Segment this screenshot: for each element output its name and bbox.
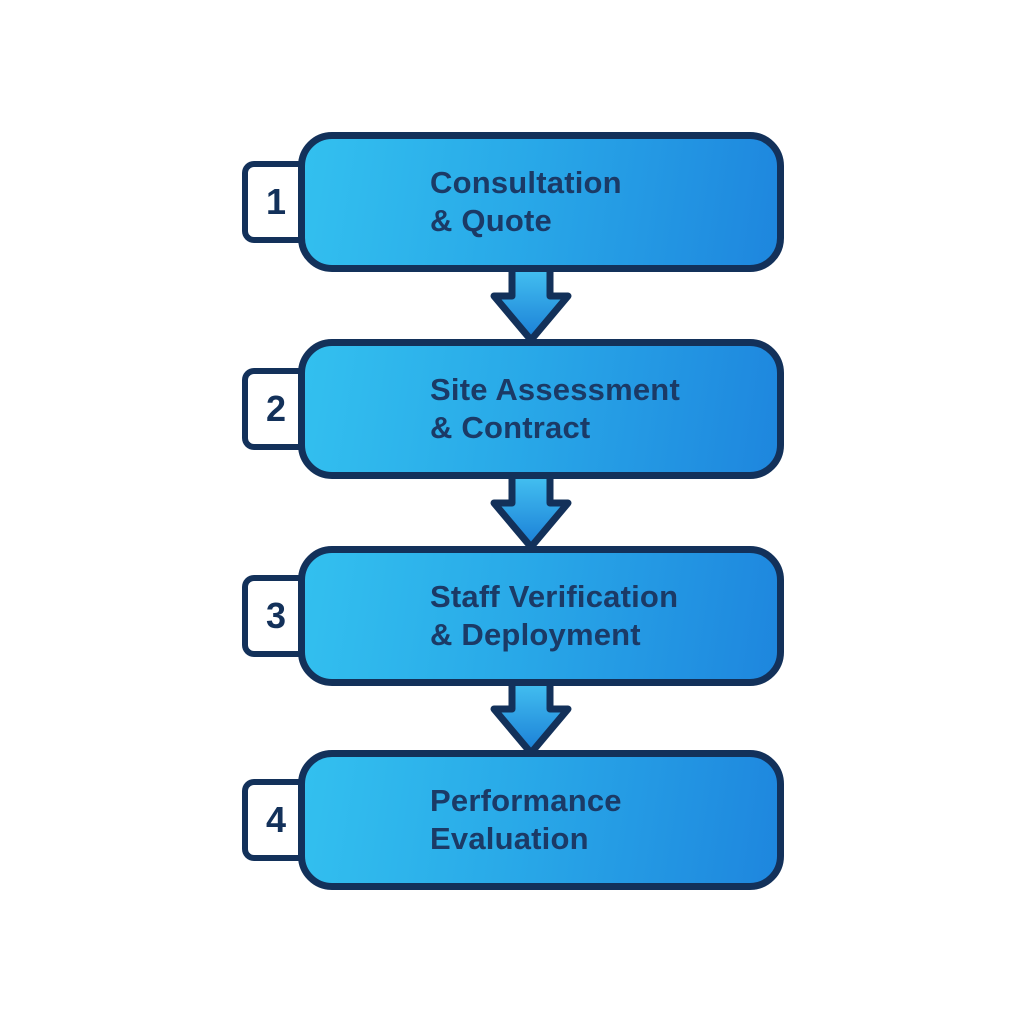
- step-title-line1: Site Assessment: [430, 372, 680, 407]
- step-4-title: Performance Evaluation: [430, 750, 622, 890]
- step-title-line1: Staff Verification: [430, 579, 679, 614]
- flow-arrow-down-1: [490, 266, 572, 344]
- step-2-box: [298, 339, 784, 479]
- step-title-line2: & Contract: [430, 410, 591, 445]
- step-title-line1: Consultation: [430, 165, 622, 200]
- step-number: 3: [265, 595, 287, 636]
- step-4-box: [298, 750, 784, 890]
- step-title-line2: & Quote: [430, 203, 552, 238]
- step-number: 2: [265, 388, 287, 429]
- step-number: 4: [265, 799, 287, 840]
- step-number: 1: [265, 181, 287, 222]
- step-3-title: Staff Verification & Deployment: [430, 546, 678, 686]
- step-1-consultation-quote: 1 Consultation & Quote: [0, 132, 1024, 272]
- step-3-staff-verification-deployment: 3 Staff Verification & Deployment: [0, 546, 1024, 686]
- step-title-line2: & Deployment: [430, 617, 641, 652]
- flow-arrow-down-2: [490, 473, 572, 551]
- flow-arrow-down-3: [490, 679, 572, 757]
- step-3-box: [298, 546, 784, 686]
- step-title-line1: Performance: [430, 783, 622, 818]
- step-2-site-assessment-contract: 2 Site Assessment & Contract: [0, 339, 1024, 479]
- step-2-title: Site Assessment & Contract: [430, 339, 680, 479]
- step-title-line2: Evaluation: [430, 821, 589, 856]
- step-4-performance-evaluation: 4 Performance Evaluation: [0, 750, 1024, 890]
- step-1-box: [298, 132, 784, 272]
- step-1-title: Consultation & Quote: [430, 132, 622, 272]
